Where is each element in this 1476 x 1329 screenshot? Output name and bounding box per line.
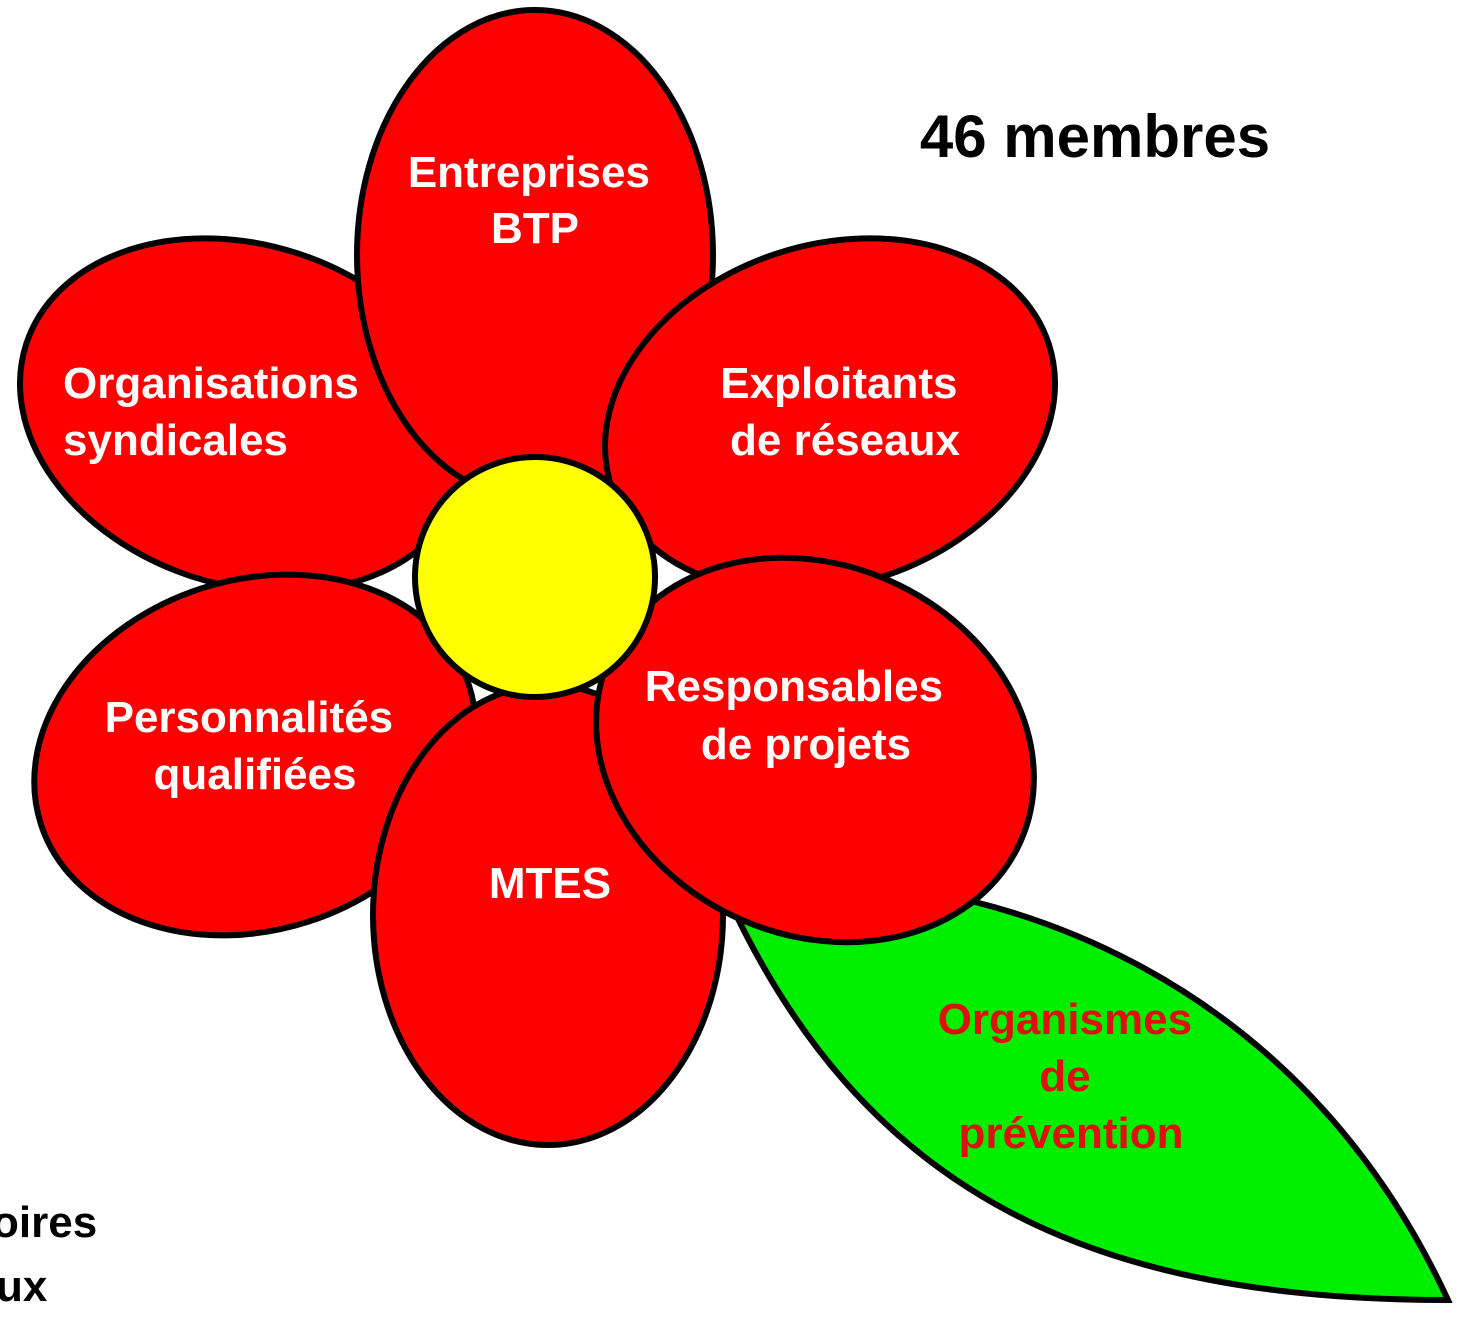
cropped-text-line-2: ux <box>0 1262 48 1311</box>
leaf-shape <box>715 874 1453 1304</box>
label-mtes: MTES <box>489 859 611 908</box>
flower-center <box>412 454 658 700</box>
member-count: 46 membres <box>920 103 1270 170</box>
petal-personnalites-qualifiees <box>31 571 479 939</box>
label-responsables-projets: Responsables de projets <box>645 662 956 769</box>
label-entreprises-btp: Entreprises BTP <box>408 148 662 253</box>
label-exploitants-reseaux: Exploitants de réseaux <box>720 359 969 465</box>
label-organismes-prevention: Organismes de prévention <box>938 995 1205 1158</box>
label-personnalites-qualifiees: Personnalités qualifiées <box>105 693 406 799</box>
cropped-text-line-1: oires <box>0 1198 97 1247</box>
label-organisations-syndicales: Organisations syndicales <box>63 359 371 465</box>
